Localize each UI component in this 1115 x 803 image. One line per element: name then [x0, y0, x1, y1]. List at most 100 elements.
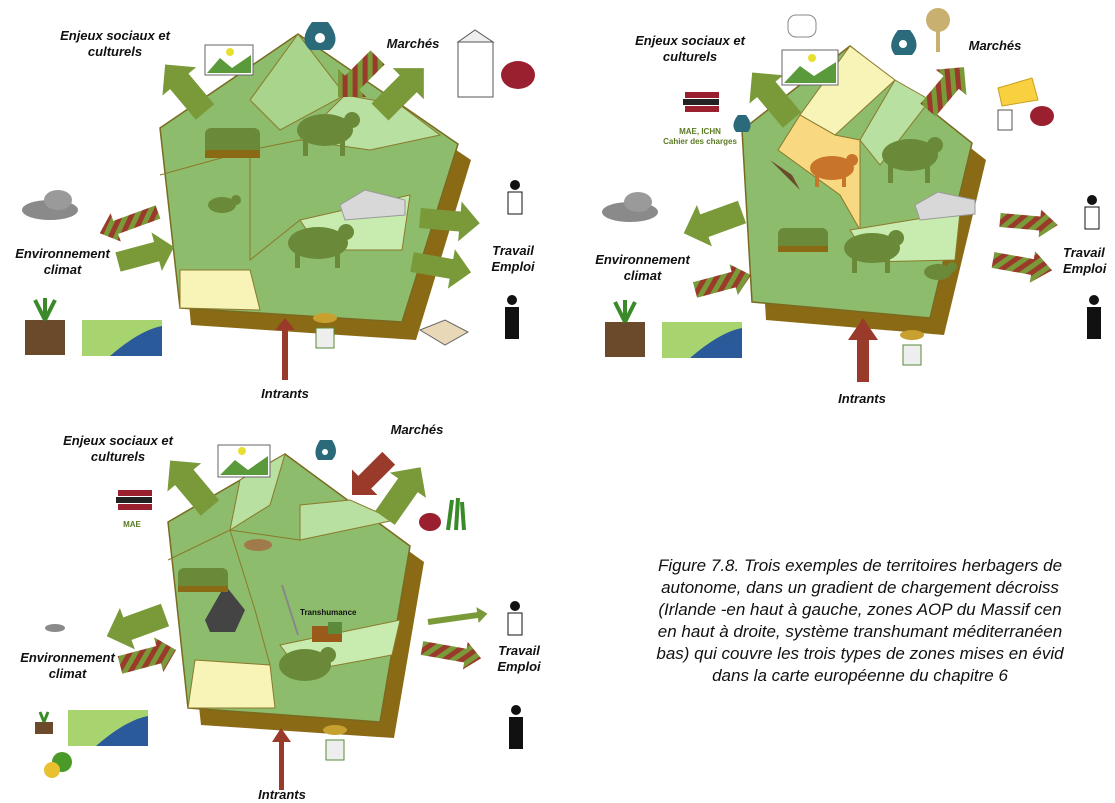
arrow-inputs	[848, 318, 878, 382]
cow-icon	[844, 230, 904, 273]
label-environment: Environnement climat	[15, 246, 110, 278]
fertilizer-icon	[313, 313, 337, 349]
label-policy: MAE	[123, 520, 141, 529]
fertilizer-icon	[323, 725, 347, 761]
fertilizer-icon	[900, 330, 924, 366]
label-markets: Marchés	[968, 38, 1022, 53]
arrow-work-1	[999, 209, 1058, 238]
worker-icon	[507, 180, 523, 215]
worker-icon	[1084, 195, 1100, 230]
panel-2-diagram	[602, 8, 1101, 382]
label-environment: Environnement climat	[20, 650, 115, 682]
label-social: Enjeux sociaux et culturels	[635, 33, 745, 65]
cow-icon	[882, 137, 943, 183]
caption-line: en haut à droite, système transhumant mé…	[657, 622, 1063, 642]
label-social: Enjeux sociaux et culturels	[60, 28, 170, 60]
cheese-icon	[997, 77, 1039, 107]
label-environment: Environnement climat	[595, 252, 690, 284]
arrow-markets-in	[352, 451, 396, 495]
money-bag-icon	[304, 22, 336, 50]
panel-3-diagram	[35, 440, 523, 790]
milk-carton-icon	[456, 29, 495, 98]
sheep-icon	[279, 647, 336, 681]
arrow-social	[749, 72, 802, 128]
caption-line: Figure 7.8. Trois exemples de territoire…	[657, 556, 1063, 575]
bird-icon	[244, 539, 272, 551]
sheep-icon	[208, 195, 241, 213]
plant-icon	[605, 300, 645, 357]
label-policy: MAE, ICHN	[679, 127, 721, 136]
handshake-icon	[418, 319, 470, 346]
arrow-env-in	[115, 232, 175, 272]
cloud-icon	[602, 192, 658, 222]
plant-icon	[35, 711, 53, 734]
worker-icon	[509, 705, 523, 749]
label-inputs: Intrants	[838, 391, 886, 406]
chef-hat-icon	[787, 14, 817, 38]
forest-icon	[44, 752, 72, 778]
label-social: Enjeux sociaux et culturels	[63, 433, 173, 465]
arrow-work-2	[991, 251, 1053, 283]
cow-icon	[810, 154, 858, 187]
cow-icon	[297, 112, 360, 156]
cloud-icon	[22, 190, 78, 220]
trees-icon	[178, 568, 228, 592]
arrow-env-out	[683, 200, 747, 247]
river-icon	[68, 710, 148, 746]
label-icon	[926, 8, 950, 52]
cloud-icon	[45, 624, 65, 632]
worker-icon	[507, 601, 523, 636]
river-icon	[662, 322, 742, 358]
barn-icon	[914, 191, 976, 221]
plant-icon	[25, 298, 65, 355]
trees-icon	[205, 128, 260, 158]
truck-icon	[312, 622, 342, 642]
money-bag-icon	[891, 30, 917, 55]
label-inputs: Intrants	[261, 386, 309, 401]
label-markets: Marchés	[386, 36, 440, 51]
arrow-env-in	[692, 264, 752, 298]
arrow-social	[167, 460, 220, 516]
river-icon	[82, 320, 162, 356]
arrow-work-2	[420, 641, 482, 670]
cow-icon	[288, 224, 354, 268]
arrow-markets-in	[338, 50, 385, 97]
label-markets: Marchés	[390, 422, 444, 437]
arrow-env-in	[117, 637, 177, 674]
caption-line: bas) qui couvre les trois types de zones…	[656, 644, 1064, 664]
money-bag-icon	[315, 440, 336, 460]
meat-icon	[1030, 106, 1054, 126]
worker-icon	[1087, 295, 1101, 339]
arrow-env-out	[106, 603, 170, 650]
arrow-work-1	[419, 201, 480, 242]
landscape-icon	[781, 49, 839, 86]
arrow-inputs	[272, 728, 291, 790]
arrow-markets-out	[371, 68, 424, 121]
sheep-icon	[924, 262, 957, 280]
arrow-markets-out	[375, 467, 426, 525]
worker-icon	[505, 295, 519, 339]
money-bag-icon	[733, 115, 751, 132]
label-work: Travail Emploi	[491, 243, 535, 275]
books-icon	[683, 92, 719, 112]
trees-icon	[778, 228, 828, 252]
meat-icon	[501, 61, 535, 89]
landscape-icon	[217, 444, 271, 478]
arrow-env-out	[99, 205, 161, 242]
panel-1-diagram	[22, 22, 535, 380]
caption-line: autonome, dans un gradient de chargement…	[661, 578, 1059, 598]
meat-icon	[419, 513, 441, 531]
landscape-icon	[204, 44, 254, 76]
arrow-inputs	[275, 318, 295, 380]
wolf-icon	[205, 585, 245, 632]
arrow-social	[162, 64, 215, 120]
arrow-work-2	[410, 249, 472, 289]
figure-caption: Figure 7.8. Trois exemples de territoire…	[560, 555, 1115, 688]
caption-line: dans la carte européenne du chapitre 6	[712, 666, 1008, 686]
label-inputs: Intrants	[258, 787, 306, 802]
arrow-work-1	[427, 607, 488, 625]
label-transhumance: Transhumance	[300, 608, 357, 617]
label-specs: Cahier des charges	[663, 137, 737, 146]
grass-icon	[446, 497, 466, 531]
barn-icon	[339, 189, 406, 221]
